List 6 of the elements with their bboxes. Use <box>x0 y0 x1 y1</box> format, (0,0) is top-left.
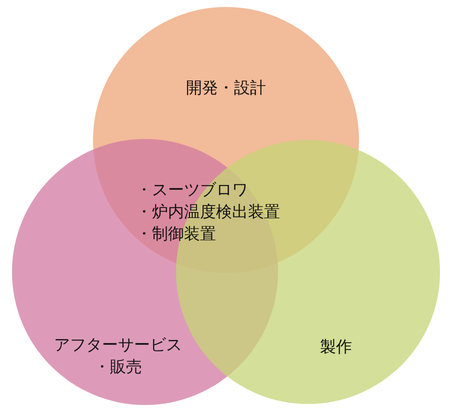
circle-label: 開発・設計 <box>185 77 267 99</box>
list-item: ・炉内温度検出装置 <box>136 201 280 223</box>
list-item: ・制御装置 <box>136 223 216 245</box>
circle-label: アフターサービス・販売 <box>53 334 183 378</box>
list-item: ・スーツブロワ <box>136 179 248 201</box>
circle-label: 製作 <box>319 336 353 358</box>
